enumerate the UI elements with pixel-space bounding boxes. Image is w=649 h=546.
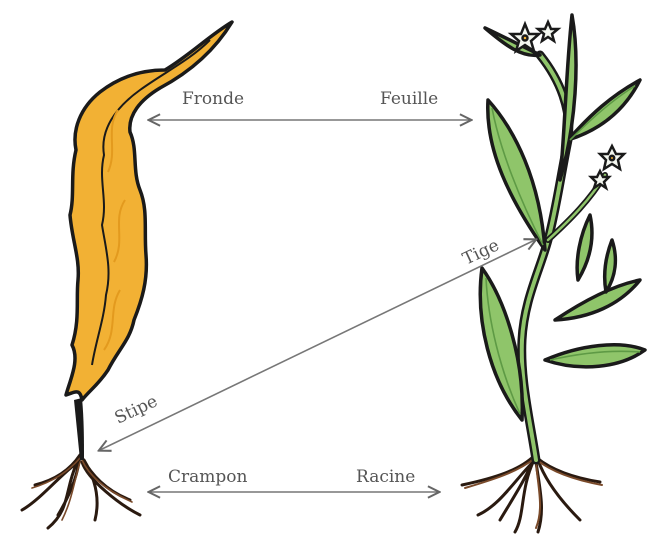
plant-roots [462, 455, 602, 532]
plant-stem [522, 55, 569, 460]
label-tige: Tige [460, 235, 503, 269]
plant-illustration [462, 15, 645, 532]
label-fronde: Fronde [182, 89, 244, 109]
label-crampon: Crampon [168, 467, 248, 487]
label-stipe: Stipe [112, 391, 161, 428]
seaweed-holdfast [22, 455, 140, 528]
arrow-stipe-tige [100, 240, 535, 450]
comparison-arrows [100, 120, 535, 492]
label-racine: Racine [356, 467, 415, 487]
seaweed-stipe [74, 398, 84, 460]
plant-leaves [480, 15, 645, 420]
seaweed-frond [66, 22, 232, 400]
label-feuille: Feuille [380, 89, 438, 109]
